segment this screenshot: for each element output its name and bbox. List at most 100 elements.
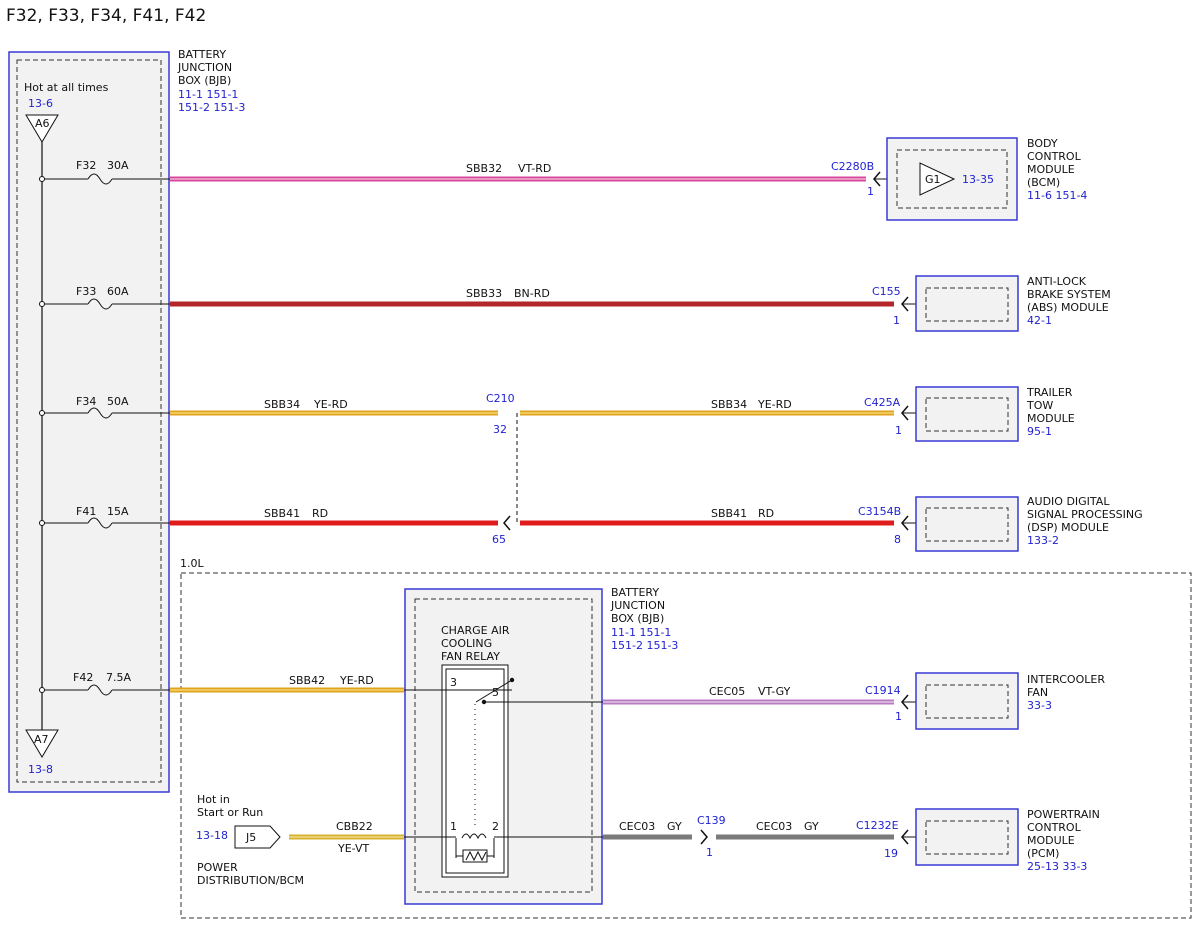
svg-text:ANTI-LOCK: ANTI-LOCK: [1027, 275, 1087, 288]
connector-c210: C210 32 65: [486, 392, 518, 546]
svg-text:CONTROL: CONTROL: [1027, 821, 1082, 834]
svg-text:AUDIO DIGITAL: AUDIO DIGITAL: [1027, 495, 1110, 508]
svg-text:SIGNAL PROCESSING: SIGNAL PROCESSING: [1027, 508, 1143, 521]
dsp-label: AUDIO DIGITAL SIGNAL PROCESSING (DSP) MO…: [1027, 495, 1143, 547]
connector-c155: C155 1: [872, 285, 928, 327]
svg-text:BRAKE SYSTEM: BRAKE SYSTEM: [1027, 288, 1111, 301]
svg-text:95-1: 95-1: [1027, 425, 1052, 438]
svg-text:CEC05: CEC05: [709, 685, 745, 698]
svg-text:J5: J5: [245, 831, 256, 844]
abs-label: ANTI-LOCK BRAKE SYSTEM (ABS) MODULE 42-1: [1027, 275, 1111, 327]
svg-text:1: 1: [706, 846, 713, 859]
svg-text:C139: C139: [697, 814, 726, 827]
svg-text:151-2 151-3: 151-2 151-3: [178, 101, 245, 114]
svg-text:COOLING: COOLING: [441, 637, 492, 650]
trailer-module-box: [915, 386, 1019, 442]
bcm-label: BODY CONTROL MODULE (BCM) 11-6 151-4: [1027, 137, 1087, 202]
fan-module-box: [915, 672, 1019, 730]
engine-option-frame: 1.0L: [180, 557, 1192, 919]
connector-c1232e: C1232E 19: [856, 819, 928, 860]
svg-text:(ABS) MODULE: (ABS) MODULE: [1027, 301, 1109, 314]
svg-text:RD: RD: [758, 507, 774, 520]
svg-text:SBB42: SBB42: [289, 674, 325, 687]
wire-sbb33: SBB33 BN-RD: [170, 287, 894, 307]
svg-text:A7: A7: [34, 733, 49, 746]
power-source-label: Hot in Start or Run: [197, 793, 263, 819]
wire-cec03-left: CEC03 GY: [494, 820, 692, 840]
dsp-module-box: [915, 496, 1019, 552]
svg-text:65: 65: [492, 533, 506, 546]
svg-text:GY: GY: [667, 820, 682, 833]
wire-cec03-right: CEC03 GY: [716, 820, 894, 840]
svg-text:SBB34: SBB34: [264, 398, 300, 411]
svg-text:SBB41: SBB41: [711, 507, 747, 520]
svg-text:FAN: FAN: [1027, 686, 1048, 699]
ground-g1-icon: G1: [919, 162, 956, 196]
svg-text:BATTERY: BATTERY: [178, 48, 226, 61]
svg-text:MODULE: MODULE: [1027, 834, 1075, 847]
svg-text:C3154B: C3154B: [858, 505, 901, 518]
wire-sbb42: SBB42 YE-RD: [170, 674, 460, 693]
svg-text:C1232E: C1232E: [856, 819, 899, 832]
svg-text:CBB22: CBB22: [336, 820, 373, 833]
svg-text:C425A: C425A: [864, 396, 901, 409]
svg-text:1: 1: [450, 820, 457, 833]
svg-text:CEC03: CEC03: [619, 820, 655, 833]
svg-text:SBB33: SBB33: [466, 287, 502, 300]
svg-text:32: 32: [493, 423, 507, 436]
wire-sbb34-left: SBB34 YE-RD: [170, 398, 498, 416]
svg-text:2: 2: [492, 820, 499, 833]
svg-text:INTERCOOLER: INTERCOOLER: [1027, 673, 1105, 686]
wire-cbb22: CBB22 YE-VT: [289, 820, 456, 855]
connector-c1914: C1914 1: [865, 684, 928, 723]
svg-text:C210: C210: [486, 392, 515, 405]
bjb-inner-label: BATTERY JUNCTION BOX (BJB) 11-1 151-1 15…: [610, 586, 678, 652]
power-source-ref: 13-18: [196, 829, 228, 842]
svg-text:A6: A6: [35, 117, 50, 130]
svg-text:BN-RD: BN-RD: [514, 287, 550, 300]
page-title: F32, F33, F34, F41, F42: [6, 6, 206, 26]
svg-text:G1: G1: [925, 173, 941, 186]
connector-c139: C139 1: [697, 814, 726, 859]
svg-text:(PCM): (PCM): [1027, 847, 1059, 860]
connector-a7-icon: A7: [25, 729, 59, 758]
svg-text:F41: F41: [76, 505, 96, 518]
svg-text:30A: 30A: [107, 159, 129, 172]
svg-text:YE-RD: YE-RD: [313, 398, 348, 411]
svg-text:11-1 151-1: 11-1 151-1: [178, 88, 238, 101]
svg-text:TOW: TOW: [1026, 399, 1053, 412]
svg-text:F42: F42: [73, 671, 93, 684]
relay-label: CHARGE AIR COOLING FAN RELAY: [441, 624, 510, 663]
abs-module-box: [915, 275, 1019, 332]
svg-text:50A: 50A: [107, 395, 129, 408]
svg-text:42-1: 42-1: [1027, 314, 1052, 327]
fuse-f33: F33 60A: [39, 285, 170, 310]
svg-text:JUNCTION: JUNCTION: [610, 599, 665, 612]
bjb-left-label: BATTERY JUNCTION BOX (BJB) 11-1 151-1 15…: [177, 48, 245, 114]
hot-ref: 13-6: [28, 97, 53, 110]
fuse-f34: F34 50A: [39, 395, 170, 419]
svg-text:1: 1: [895, 710, 902, 723]
svg-text:TRAILER: TRAILER: [1026, 386, 1073, 399]
connector-a6-icon: A6: [25, 114, 59, 143]
svg-text:BOX (BJB): BOX (BJB): [178, 74, 231, 87]
wire-cec05: CEC05 VT-GY: [484, 685, 894, 705]
svg-text:1: 1: [867, 185, 874, 198]
svg-text:VT-RD: VT-RD: [518, 162, 551, 175]
svg-text:SBB41: SBB41: [264, 507, 300, 520]
fuse-f42: F42 7.5A: [39, 671, 170, 696]
fuse-f32: F32 30A: [39, 159, 170, 185]
svg-text:SBB34: SBB34: [711, 398, 747, 411]
svg-text:(BCM): (BCM): [1027, 176, 1060, 189]
ground-ref: 13-35: [962, 173, 994, 186]
svg-text:DISTRIBUTION/BCM: DISTRIBUTION/BCM: [197, 874, 304, 887]
wire-sbb41-left: SBB41 RD: [170, 507, 498, 526]
svg-text:1.0L: 1.0L: [180, 557, 204, 570]
svg-text:C155: C155: [872, 285, 901, 298]
svg-text:F32: F32: [76, 159, 96, 172]
pcm-module-box: [915, 808, 1019, 866]
connector-j5-icon: J5: [234, 825, 281, 849]
wire-sbb32: SBB32 VT-RD: [170, 162, 866, 182]
wire-sbb34-right: SBB34 YE-RD: [520, 398, 894, 416]
